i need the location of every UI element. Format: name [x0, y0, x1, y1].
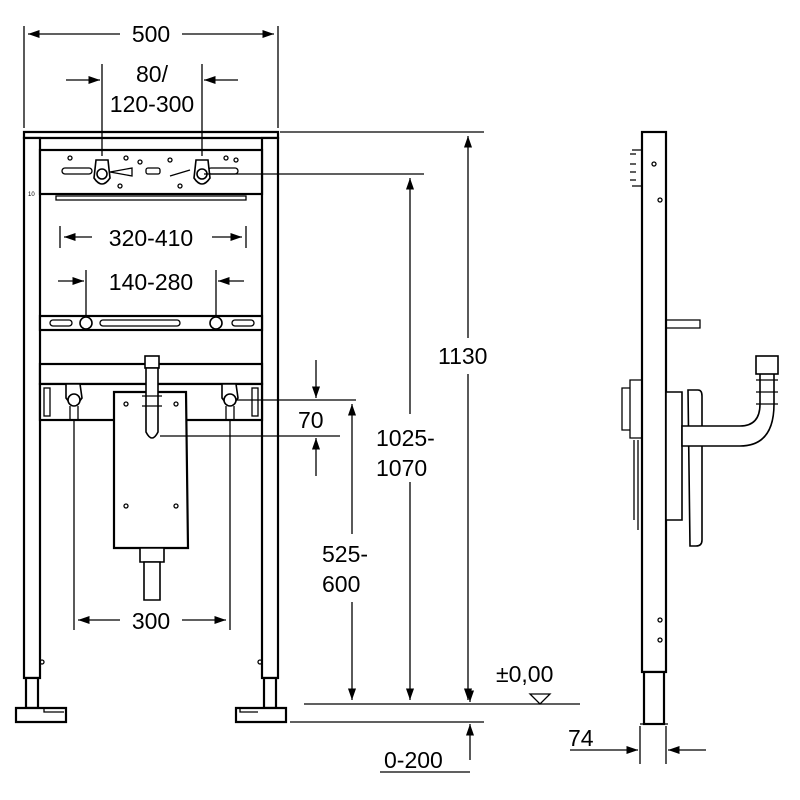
waste-rosette: [687, 389, 703, 547]
dimensions-front: 500 80/ 120-300 320-410 140-280 300 70 1…: [23, 21, 580, 773]
waste-box: [112, 390, 190, 550]
dim-waste-offset: 70: [298, 407, 324, 433]
right-foot-tube: [262, 676, 278, 710]
dim-height-waste-line2: 600: [322, 571, 360, 597]
right-foot-plate: [234, 706, 288, 724]
dim-width-total: 500: [132, 21, 170, 47]
trap-top: [144, 355, 160, 369]
side-trap-pipe: [681, 371, 775, 447]
dim-supply-spacing: 300: [132, 608, 170, 634]
floor-level-marker: [528, 693, 552, 705]
dim-tap-spacing-line1: 80/: [136, 61, 169, 87]
side-view: 74: [568, 130, 779, 764]
svg-text:10: 10: [28, 192, 35, 198]
left-post: [22, 136, 42, 680]
dim-depth: 74: [568, 725, 594, 751]
side-trap-top: [755, 355, 779, 375]
dim-bracket-spacing-2: 140-280: [109, 269, 193, 295]
front-view: 10: [14, 130, 288, 724]
side-bracket-block: [629, 379, 643, 439]
waste-outlet-top: [139, 547, 165, 563]
dim-foot-adjust: 0-200: [384, 747, 443, 773]
tap-mounting-plate: [38, 148, 264, 196]
dim-bracket-spacing-1: 320-410: [109, 225, 193, 251]
dim-height-mount-line1: 1025-: [376, 425, 435, 451]
middle-bracket-rail: [38, 314, 264, 332]
right-post: [260, 136, 280, 680]
dim-height-mount-line2: 1070: [376, 455, 427, 481]
trap-pipe: [145, 367, 159, 439]
dim-height-total: 1130: [438, 343, 487, 369]
waste-flange: [665, 391, 683, 521]
waste-outlet-pipe: [143, 561, 161, 601]
dim-tap-spacing-line2: 120-300: [110, 91, 194, 117]
top-rail: [22, 130, 280, 140]
dim-height-waste-line1: 525-: [322, 541, 368, 567]
left-foot-plate: [14, 706, 68, 724]
side-post: [640, 130, 668, 674]
dim-floor-level: ±0,00: [496, 661, 553, 687]
left-foot-tube: [24, 676, 40, 710]
side-foot: [642, 670, 666, 726]
